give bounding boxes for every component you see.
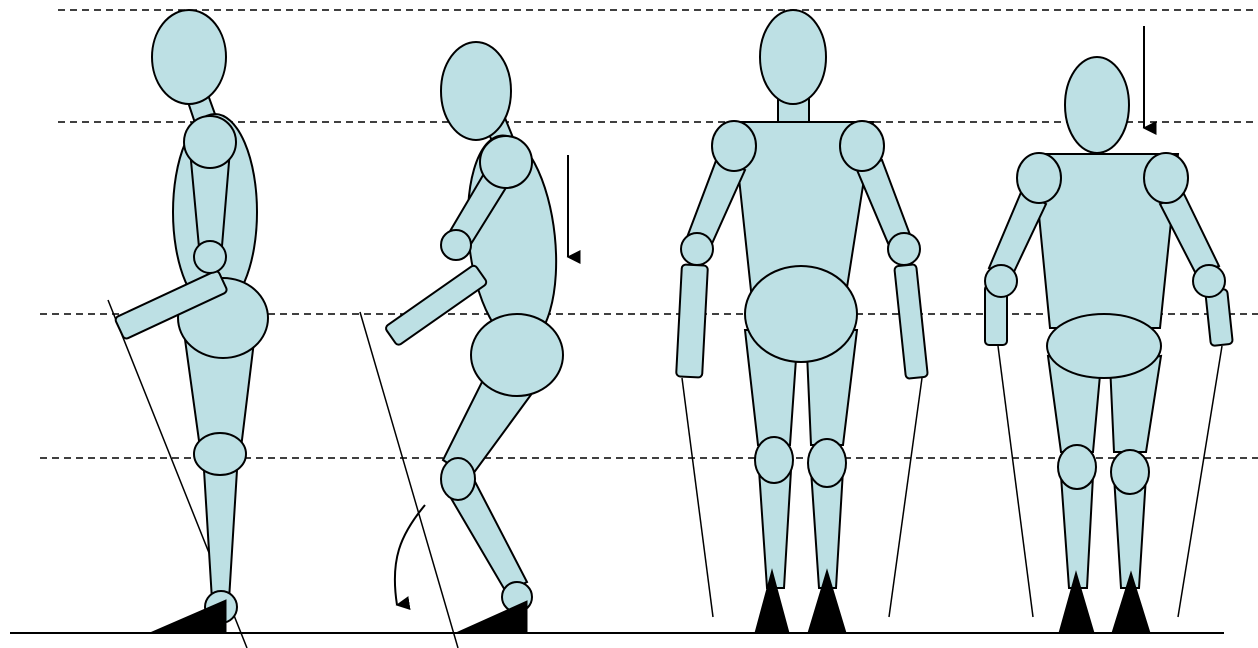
right-shoulder — [840, 121, 884, 171]
right-boot — [1112, 572, 1150, 633]
right-shoulder — [1144, 153, 1188, 203]
left-ski-pole — [682, 378, 713, 617]
side-view-crouched-figure — [360, 42, 568, 648]
knee — [194, 433, 246, 475]
left-shin — [1061, 476, 1093, 588]
shoulder — [184, 116, 236, 168]
left-forearm — [676, 264, 708, 377]
right-knee — [1111, 450, 1149, 494]
right-boot — [808, 570, 846, 633]
side-view-upright-figure — [108, 10, 268, 648]
front-view-upright-figure — [676, 10, 928, 633]
front-view-lowered-figure — [985, 26, 1233, 633]
elbow — [441, 230, 471, 260]
left-elbow — [681, 233, 713, 265]
right-elbow — [888, 233, 920, 265]
right-forearm — [894, 264, 928, 379]
knee — [441, 458, 475, 500]
left-elbow — [985, 265, 1017, 297]
shoulder — [480, 136, 532, 188]
right-ski-pole — [889, 378, 922, 617]
right-knee — [808, 439, 846, 487]
head — [1065, 57, 1129, 153]
head — [441, 42, 511, 140]
pelvis — [745, 266, 857, 362]
right-ski-pole — [1178, 346, 1222, 617]
left-knee — [1058, 445, 1096, 489]
left-knee — [755, 437, 793, 483]
left-shin — [759, 470, 791, 588]
pelvis — [471, 314, 563, 396]
shin — [204, 470, 237, 600]
left-shoulder — [1017, 153, 1061, 203]
boot-wedge — [456, 601, 527, 633]
right-elbow — [1193, 265, 1225, 297]
boot-wedge — [150, 600, 226, 633]
left-ski-pole — [998, 346, 1033, 617]
left-shoulder — [712, 121, 756, 171]
forearm — [384, 264, 487, 346]
pelvis — [1047, 314, 1161, 378]
head — [760, 10, 826, 104]
head — [152, 10, 226, 104]
elbow — [194, 241, 226, 273]
left-boot — [1059, 572, 1094, 633]
